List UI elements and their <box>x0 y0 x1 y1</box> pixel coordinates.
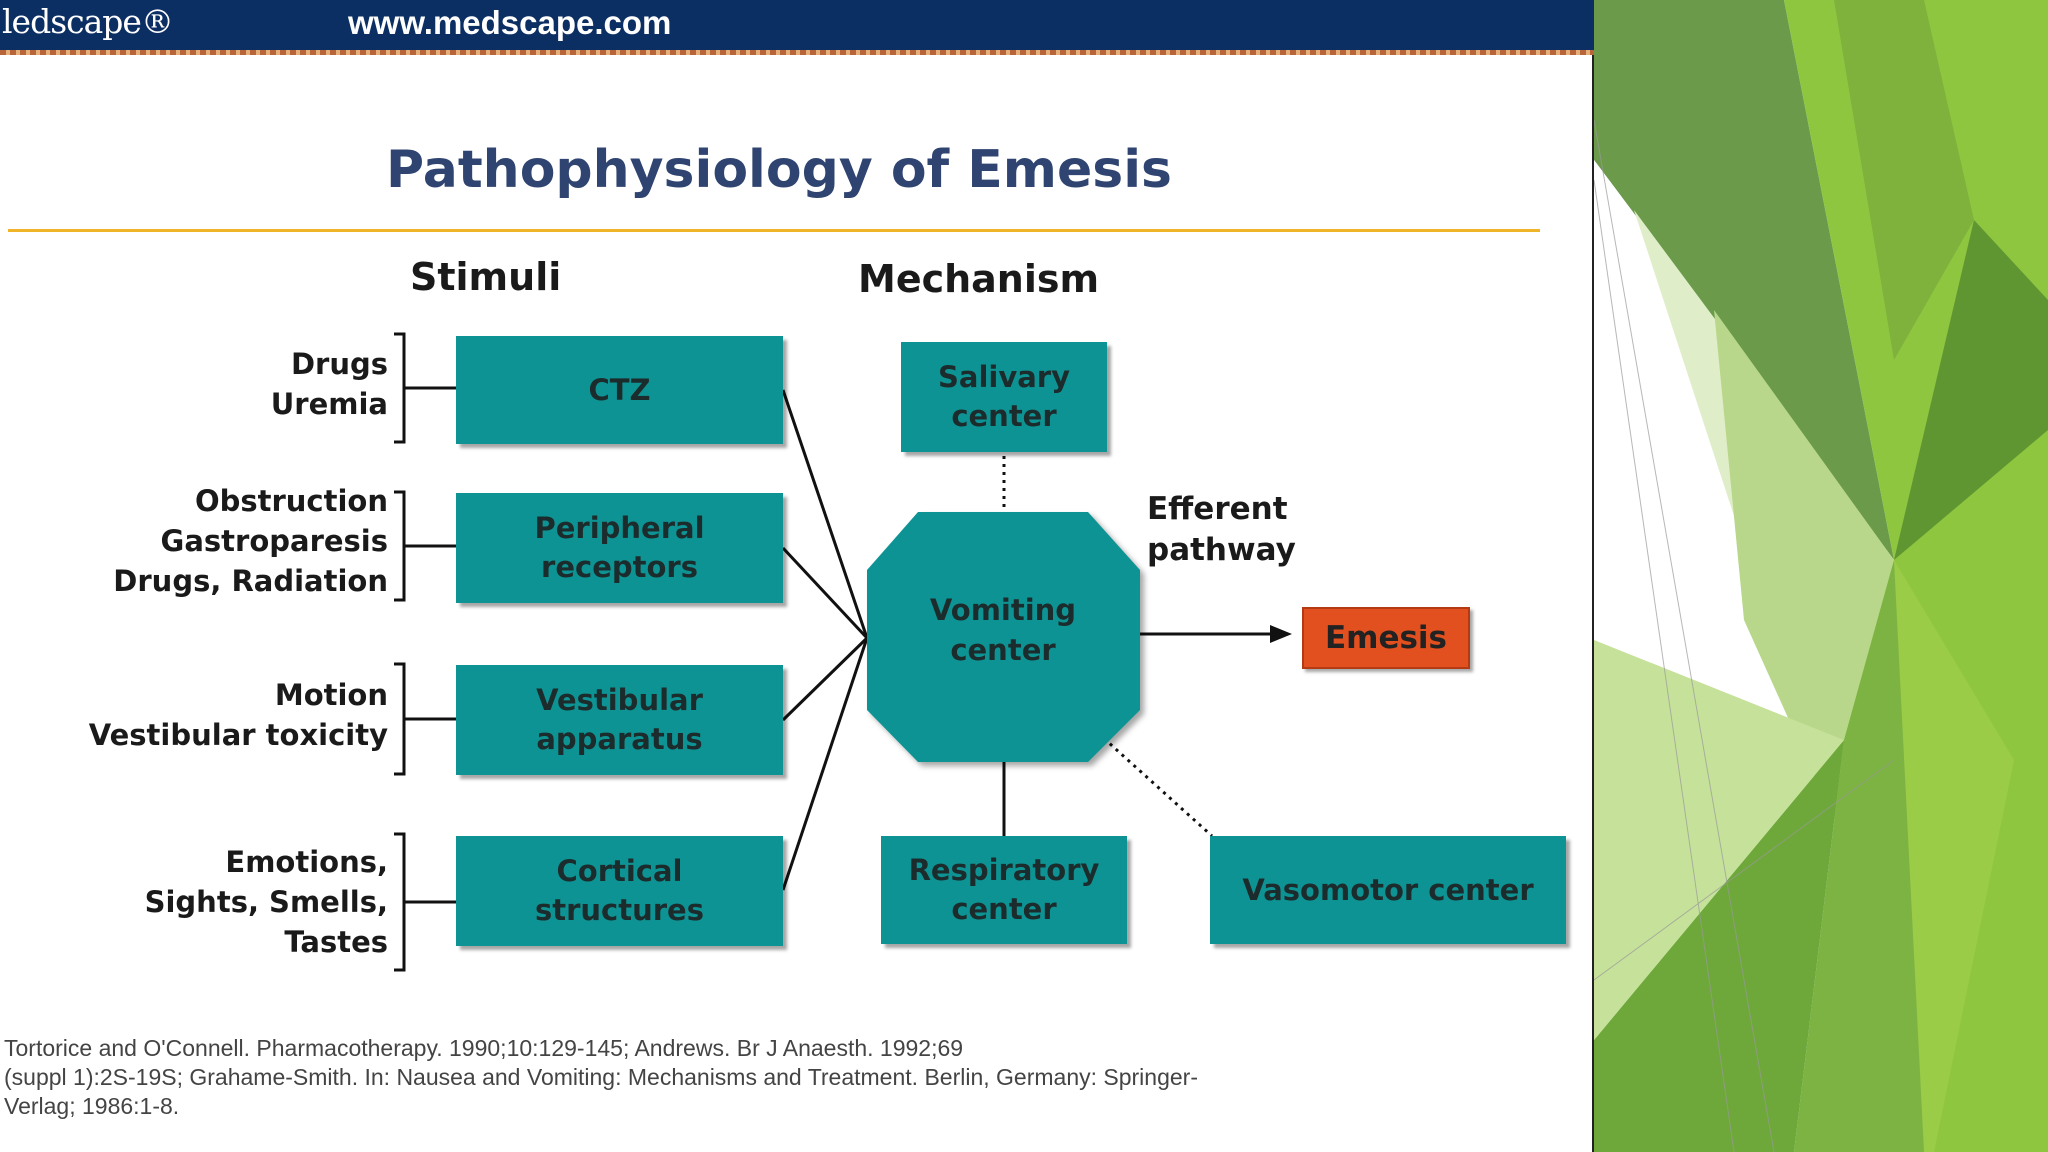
stimulus-obstruction: Obstruction Gastroparesis Drugs, Radiati… <box>40 481 388 601</box>
arrowhead <box>1270 625 1292 643</box>
link-ctz-vomiting <box>781 389 869 639</box>
stimulus-line: Drugs <box>290 347 388 381</box>
stimuli-heading: Stimuli <box>410 255 562 299</box>
stimulus-line: Tastes <box>284 925 388 959</box>
vomiting-center-octagon <box>867 512 1140 762</box>
slide-panel: ledscape® www.medscape.com Pathophysiolo… <box>0 0 1594 1152</box>
box-label: center <box>951 892 1057 926</box>
title-rule <box>8 229 1540 232</box>
stimulus-motion: Motion Vestibular toxicity <box>40 675 388 755</box>
box-label: apparatus <box>536 722 703 756</box>
box-label: Salivary <box>937 360 1070 394</box>
box-label: Cortical <box>556 854 683 888</box>
stimulus-line: Gastroparesis <box>160 524 388 558</box>
header-stripe <box>0 50 1594 55</box>
box-vasomotor-center: Vasomotor center <box>1210 836 1566 944</box>
box-label: receptors <box>541 550 698 584</box>
mechanism-heading: Mechanism <box>858 257 1100 301</box>
box-label: Respiratory <box>908 853 1100 887</box>
efferent-line: pathway <box>1147 532 1296 568</box>
box-label: Vomiting <box>929 593 1077 627</box>
stimulus-line: Emotions, <box>225 845 388 879</box>
stimulus-line: Sights, Smells, <box>144 885 388 919</box>
box-cortical-structures: Cortical structures <box>456 836 783 946</box>
box-respiratory-center: Respiratory center <box>881 836 1127 944</box>
stimulus-line: Vestibular toxicity <box>88 718 388 752</box>
link-vestibular-vomiting <box>781 636 869 722</box>
box-label: structures <box>534 893 704 927</box>
link-peripheral-vomiting <box>781 546 869 640</box>
connector-lines <box>394 332 1292 972</box>
stimulus-drugs-uremia: Drugs Uremia <box>60 344 388 424</box>
efferent-line: Efferent <box>1147 491 1288 527</box>
bracket-obstruction <box>394 490 406 602</box>
efferent-pathway-label: Efferent pathway <box>1147 489 1296 571</box>
stimulus-line: Uremia <box>270 387 388 421</box>
decorative-green-facets <box>1594 0 2048 1152</box>
citation-line: Tortorice and O'Connell. Pharmacotherapy… <box>4 1035 964 1061</box>
bracket-emotions <box>394 832 406 972</box>
stimulus-emotions: Emotions, Sights, Smells, Tastes <box>40 842 388 962</box>
stimulus-line: Obstruction <box>194 484 388 518</box>
link-vomiting-vasomotor <box>1096 731 1214 838</box>
bracket-motion <box>394 662 406 776</box>
box-label: Vasomotor center <box>1242 872 1534 907</box>
citation: Tortorice and O'Connell. Pharmacotherapy… <box>4 1034 1454 1121</box>
emesis-box: Emesis <box>1302 607 1470 669</box>
stimulus-line: Drugs, Radiation <box>113 564 388 598</box>
box-salivary-center: Salivary center <box>901 342 1107 452</box>
box-label: Vestibular <box>536 683 703 717</box>
header-url: www.medscape.com <box>348 4 672 41</box>
diagram-title: Pathophysiology of Emesis <box>386 140 1172 200</box>
box-label: center <box>950 633 1056 667</box>
box-peripheral-receptors: Peripheral receptors <box>456 493 783 603</box>
citation-line: (suppl 1):2S-19S; Grahame-Smith. In: Nau… <box>4 1064 1198 1090</box>
box-label: center <box>951 399 1057 433</box>
medscape-logo: ledscape® <box>2 2 174 41</box>
vomiting-center-label: Vomiting center <box>867 590 1139 670</box>
bracket-drugs-uremia <box>394 332 406 444</box>
box-vestibular-apparatus: Vestibular apparatus <box>456 665 783 775</box>
citation-line: Verlag; 1986:1-8. <box>4 1093 180 1119</box>
header-bar: ledscape® www.medscape.com <box>0 0 1594 50</box>
box-ctz: CTZ <box>456 336 783 444</box>
box-label: CTZ <box>588 372 651 407</box>
box-label: Peripheral <box>534 511 705 545</box>
stimulus-line: Motion <box>274 678 388 712</box>
link-cortical-vomiting <box>781 637 869 891</box>
